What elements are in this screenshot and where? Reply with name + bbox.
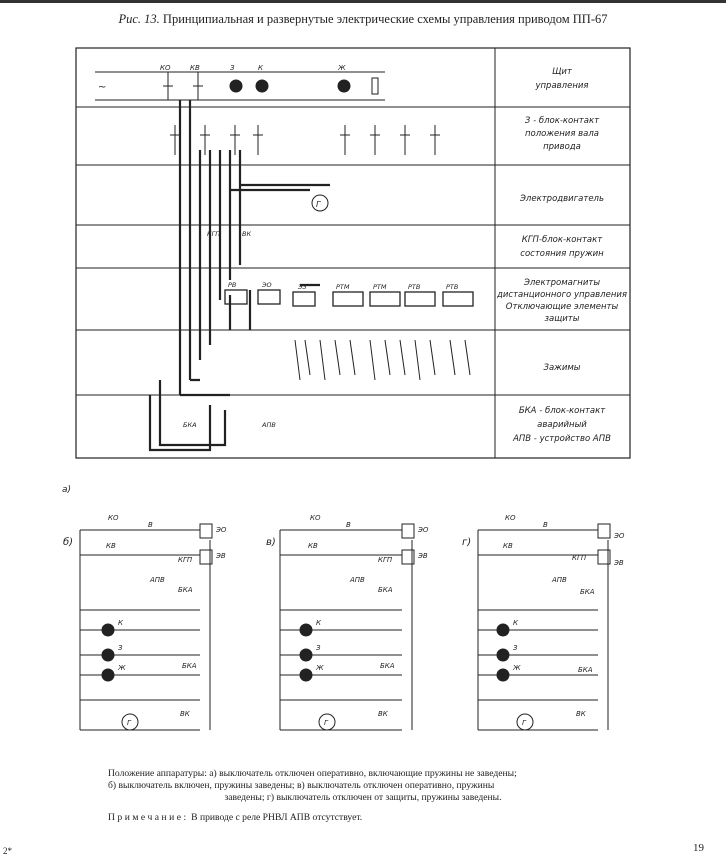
figure-title: Рис. 13. Принципиальная и развернутые эл… <box>0 12 726 27</box>
row-label: Электромагниты <box>523 278 600 288</box>
label-bka: БКА <box>182 662 197 670</box>
label-z: З <box>118 644 123 652</box>
caption-line: заведены; г) выключатель отключен от защ… <box>224 792 502 803</box>
note-label: Примечание: <box>108 812 189 823</box>
label-zh: Ж <box>315 664 324 672</box>
row-label: положения вала <box>525 129 599 139</box>
motor-label: Г <box>316 200 321 209</box>
label-eo: ЭО <box>215 526 227 534</box>
label-g: Г <box>522 719 527 727</box>
label-eo: ЭО <box>261 281 272 289</box>
label-ko: КО <box>310 514 321 522</box>
schematic-tag: г) <box>462 537 471 548</box>
label-bka: БКА <box>378 586 393 594</box>
label-kv: КВ <box>106 542 116 550</box>
note: Примечание: В приводе с реле РНВЛ АПВ от… <box>108 812 362 824</box>
label-ev: ЭВ <box>613 559 624 567</box>
row-label: Электродвигатель <box>519 194 604 204</box>
label-zh: Ж <box>512 664 521 672</box>
label-bka: БКА <box>578 666 593 674</box>
label-eo: ЭО <box>417 526 429 534</box>
label-rtv: РТВ <box>446 283 459 291</box>
scan-edge <box>0 0 726 3</box>
row-label: Зажимы <box>544 363 581 373</box>
row-label: дистанционного управления <box>496 290 627 300</box>
label-kv: КВ <box>503 542 513 550</box>
row-label: АПВ - устройство АПВ <box>512 434 611 444</box>
main-wiring-diagram: Щит управления З - блок-контакт положени… <box>75 47 631 459</box>
label-vk: ВК <box>576 710 587 718</box>
label-z: З <box>316 644 321 652</box>
label-ko: КО <box>108 514 119 522</box>
caption-line: Положение аппаратуры: а) выключатель отк… <box>108 768 517 779</box>
label-kv: КВ <box>190 64 200 72</box>
label-rtv: РТВ <box>408 283 421 291</box>
row-label: КГП-блок-контакт <box>522 235 603 245</box>
label-k: К <box>316 619 322 627</box>
label-vk: ВК <box>378 710 389 718</box>
row-label: аварийный <box>537 420 587 430</box>
panel-switches <box>163 72 379 100</box>
label-v: В <box>543 521 548 529</box>
label-z: З <box>513 644 518 652</box>
label-vk: ВК <box>180 710 191 718</box>
label-bka: БКА <box>380 662 395 670</box>
page-number: 19 <box>693 842 704 854</box>
row-label: состояния пружин <box>520 249 604 259</box>
label-ev: ЭВ <box>215 552 226 560</box>
label-rv: РВ <box>228 281 237 289</box>
label-vk: ВК <box>242 230 251 238</box>
row-label: З - блок-контакт <box>525 116 600 126</box>
row-label: защиты <box>545 314 580 324</box>
label-g: Г <box>127 719 132 727</box>
schematic-g <box>477 523 611 731</box>
label-bka: БКА <box>183 421 197 429</box>
label-zh: Ж <box>337 64 346 72</box>
note-text: В приводе с реле РНВЛ АПВ отсутствует. <box>191 812 363 823</box>
label-apv: АПВ <box>349 576 365 584</box>
label-kgp: КГП <box>207 230 220 238</box>
label-rtm: РТМ <box>336 283 350 291</box>
label-kv: КВ <box>308 542 318 550</box>
row-label: Щит <box>552 67 573 77</box>
label-g: Г <box>324 719 329 727</box>
schematic-v <box>279 523 415 731</box>
label-apv: АПВ <box>261 421 276 429</box>
label-rtm: РТМ <box>373 283 387 291</box>
signature-mark: 2* <box>3 846 12 856</box>
label-ev: ЭВ <box>417 552 428 560</box>
label-bka: БКА <box>178 586 193 594</box>
label-v: В <box>148 521 153 529</box>
label-k: К <box>118 619 124 627</box>
label-kgp: КГП <box>178 556 193 564</box>
label-apv: АПВ <box>149 576 165 584</box>
schematic-b <box>79 523 213 731</box>
schematic-tag: в) <box>266 537 276 548</box>
label-bka: БКА <box>580 588 595 596</box>
figure-number: Рис. 13. <box>118 12 160 26</box>
figure-caption: Положение аппаратуры: а) выключатель отк… <box>108 768 618 804</box>
label-kgp: КГП <box>378 556 393 564</box>
label-kgp: КГП <box>572 554 587 562</box>
label-ko: КО <box>160 64 171 72</box>
label-eo: ЭО <box>613 532 625 540</box>
ac-symbol: ~ <box>98 82 106 93</box>
row-label: управления <box>534 81 588 91</box>
label-v: В <box>346 521 351 529</box>
caption-line: б) выключатель включен, пружины заведены… <box>108 780 495 791</box>
figure-title-text: Принципиальная и развернутые электрическ… <box>162 12 608 26</box>
label-ez: ЭЗ <box>297 283 307 291</box>
label-apv: АПВ <box>551 576 567 584</box>
label-k: К <box>258 64 264 72</box>
label-zh: Ж <box>117 664 126 672</box>
label-ko: КО <box>505 514 516 522</box>
row-label: БКА - блок-контакт <box>519 406 606 416</box>
corner-mark: а) <box>62 485 71 495</box>
schematic-tag: б) <box>63 536 73 548</box>
label-z: З <box>230 64 235 72</box>
row-label: привода <box>543 142 581 152</box>
row-label: Отключающие элементы <box>506 302 619 312</box>
label-k: К <box>513 619 519 627</box>
